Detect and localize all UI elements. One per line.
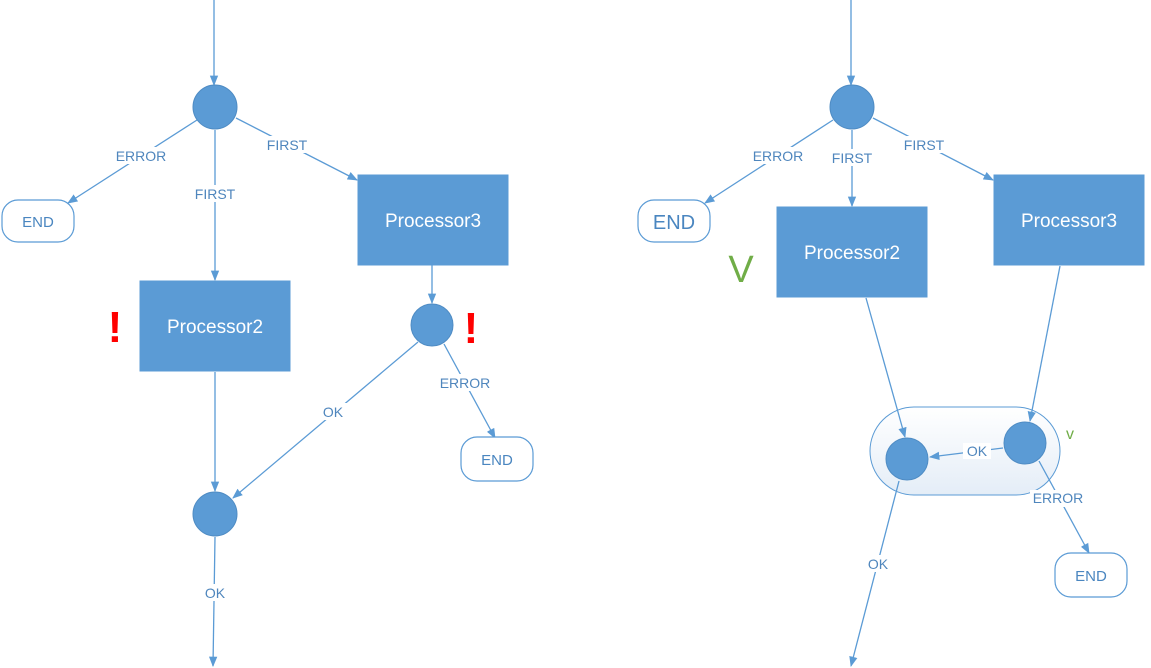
right-check-mark-processor2: V [728,249,754,291]
edge-right-ok-out [849,480,900,668]
right-diagram: END Processor2 Processor3 END ERROR FIRS… [637,0,1145,668]
left-edge-label-first-down: FIRST [195,186,236,202]
left-warning-mark-decision: ! [464,304,479,353]
left-end-label-b: END [481,452,513,469]
right-decision-node-mid [1003,421,1047,465]
left-processor3-label: Processor3 [385,211,481,232]
right-check-mark-decision: v [1066,426,1074,443]
right-edge-label-first-right: FIRST [904,137,945,153]
edge-right-p3-to-group [1027,265,1061,423]
right-end-label-a: END [653,212,695,234]
left-processor2-node [139,280,291,372]
left-diagram: END Processor2 Processor3 END ERROR FIRS… [1,0,534,668]
right-edge-label-error2: ERROR [1033,490,1084,506]
right-processor2-node [776,206,928,298]
right-processor3-node [993,174,1145,266]
left-edge-label-error: ERROR [116,148,167,164]
left-end-label-a: END [22,214,54,231]
right-edge-label-ok-out: OK [868,556,889,572]
left-end-node-b [460,436,534,482]
right-edge-label-ok-mid: OK [967,443,988,459]
left-processor2-label: Processor2 [167,317,263,338]
edge-right-p2-to-group [865,297,907,439]
right-merge-node [885,437,929,481]
right-end-label-b: END [1075,568,1107,585]
left-warning-mark-processor2: ! [108,303,123,352]
left-decision-node-top [192,84,238,130]
right-processor2-label: Processor2 [804,243,900,264]
right-processor3-label: Processor3 [1021,211,1117,232]
left-processor3-node [357,174,509,266]
left-decision-node-mid [410,303,454,347]
right-decision-node-top [829,84,875,130]
right-edge-label-first-down: FIRST [832,150,873,166]
edge-left-ok-out [208,536,218,668]
left-merge-node [192,491,238,537]
right-edge-label-error: ERROR [753,148,804,164]
left-edge-label-ok-out: OK [205,585,226,601]
right-end-node-b [1054,552,1128,598]
left-edge-label-error2: ERROR [440,375,491,391]
left-end-node-a [1,199,75,243]
left-edge-label-first-right: FIRST [267,137,308,153]
right-end-node-a [637,199,711,243]
left-edge-label-ok-mid: OK [323,404,344,420]
